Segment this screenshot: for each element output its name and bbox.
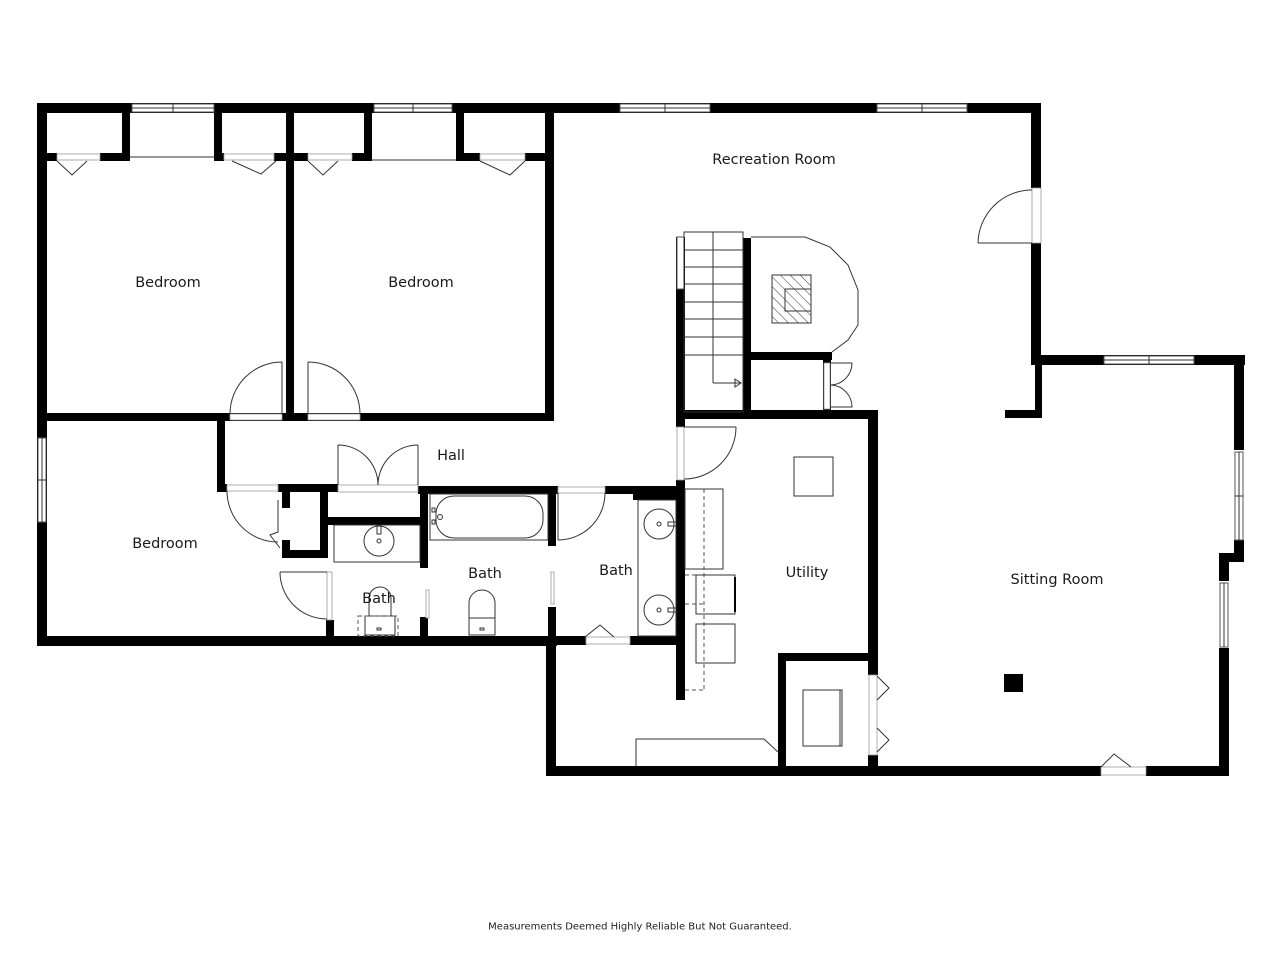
room-label-sitting-room: Sitting Room [1010,572,1104,588]
counter-icon [635,738,779,766]
sink-icon [637,499,677,637]
washer-icon [684,488,724,691]
furnace-icon [793,456,834,497]
disclaimer-text: Measurements Deemed Highly Reliable But … [488,921,792,933]
room-label-recreation-room: Recreation Room [712,152,836,168]
room-label-bedroom-3: Bedroom [132,536,198,552]
room-label-utility: Utility [785,565,829,581]
walls [37,103,1245,776]
toilet-icon [468,589,496,636]
room-label-bedroom-1: Bedroom [135,275,201,291]
room-label-bath-2: Bath [468,566,502,582]
doors [56,153,1147,776]
fireplace-icon [751,236,859,353]
water-heater-icon [802,689,843,747]
stairs-icon [676,231,744,413]
bathtub-icon [429,493,549,541]
windows [37,103,1244,648]
toilet-icon [357,586,399,637]
room-label-bath-1: Bath [362,591,396,607]
dryer-icon [695,574,736,664]
room-label-hall: Hall [437,448,465,464]
room-label-bath-3: Bath [599,563,633,579]
room-label-bedroom-2: Bedroom [388,275,454,291]
sink-icon [333,524,421,563]
column-icon [1004,674,1023,692]
